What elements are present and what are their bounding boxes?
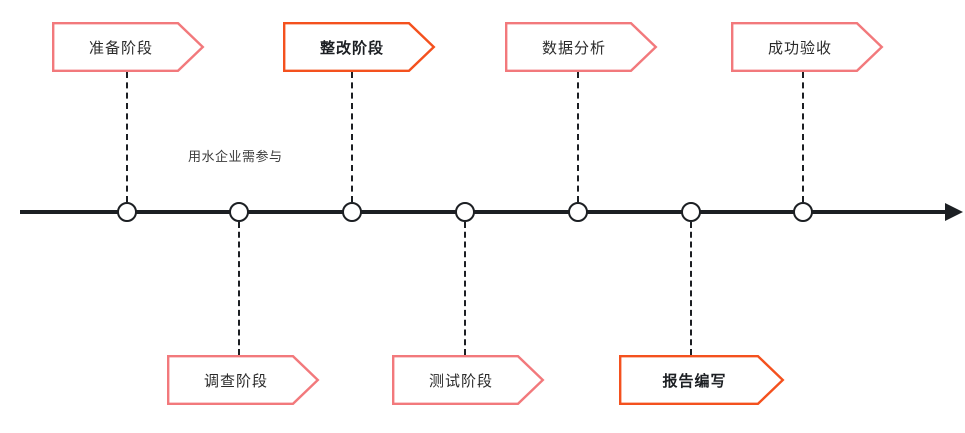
chevron-shape-icon bbox=[505, 22, 658, 72]
timeline-node-2[interactable] bbox=[229, 202, 249, 222]
phase-banner-5[interactable]: 数据分析 bbox=[505, 22, 658, 72]
timeline-node-3[interactable] bbox=[342, 202, 362, 222]
phase-banner-7[interactable]: 成功验收 bbox=[731, 22, 884, 72]
phase-banner-label: 调查阶段 bbox=[203, 372, 268, 390]
timeline-node-6[interactable] bbox=[681, 202, 701, 222]
phase-banner-6[interactable]: 报告编写 bbox=[619, 355, 785, 405]
connector-line-5 bbox=[576, 72, 579, 202]
timeline-node-7[interactable] bbox=[793, 202, 813, 222]
phase-banner-label: 测试阶段 bbox=[428, 372, 493, 390]
chevron-shape-icon bbox=[52, 22, 205, 72]
phase-banner-label: 报告编写 bbox=[662, 372, 727, 390]
timeline-axis-line bbox=[20, 210, 945, 214]
connector-line-3 bbox=[350, 72, 353, 202]
chevron-shape-icon bbox=[619, 355, 785, 405]
connector-line-4 bbox=[463, 222, 466, 355]
connector-line-1 bbox=[125, 72, 128, 202]
phase-banner-4[interactable]: 测试阶段 bbox=[392, 355, 545, 405]
phase-banner-label: 整改阶段 bbox=[319, 39, 384, 57]
timeline-node-5[interactable] bbox=[568, 202, 588, 222]
chevron-shape-icon bbox=[392, 355, 545, 405]
chevron-shape-icon bbox=[731, 22, 884, 72]
chevron-shape-icon bbox=[283, 22, 436, 72]
connector-line-2 bbox=[237, 222, 240, 355]
timeline-arrow-icon bbox=[945, 203, 963, 221]
chevron-shape-icon bbox=[167, 355, 320, 405]
connector-line-6 bbox=[689, 222, 692, 355]
phase-banner-1[interactable]: 准备阶段 bbox=[52, 22, 205, 72]
timeline-node-4[interactable] bbox=[455, 202, 475, 222]
timeline-node-1[interactable] bbox=[117, 202, 137, 222]
phase-banner-3[interactable]: 整改阶段 bbox=[283, 22, 436, 72]
connector-line-7 bbox=[801, 72, 804, 202]
phase-banner-label: 成功验收 bbox=[767, 39, 832, 57]
phase-banner-label: 准备阶段 bbox=[88, 39, 153, 57]
timeline-annotation-1: 用水企业需参与 bbox=[188, 149, 283, 164]
phase-banner-label: 数据分析 bbox=[541, 39, 606, 57]
phase-banner-2[interactable]: 调查阶段 bbox=[167, 355, 320, 405]
